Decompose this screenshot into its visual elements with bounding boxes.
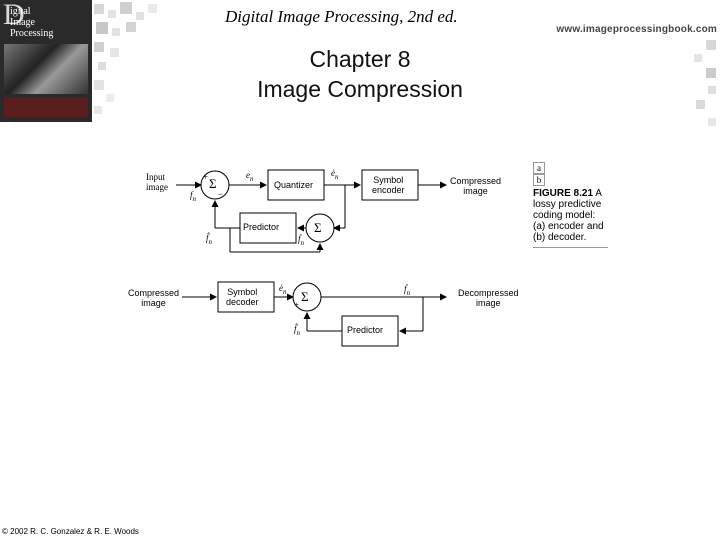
chapter-subtitle: Image Compression [257, 76, 463, 102]
decoder-predictor-block [341, 315, 399, 347]
caption-text: FIGURE 8.21 A lossy predictive coding mo… [533, 188, 608, 248]
pixel-decoration-right [694, 40, 716, 126]
symbol-encoder-block [361, 169, 419, 201]
cover-initial: D [3, 0, 25, 31]
decoder-summing-junction [292, 282, 322, 312]
caption-body: A lossy predictive coding model: (a) enc… [533, 188, 604, 243]
cover-art [4, 44, 88, 94]
copyright-notice: © 2002 R. C. Gonzalez & R. E. Woods [2, 527, 139, 536]
panel-b-letter: b [533, 174, 545, 186]
book-cover-image: D igital Image Processing [0, 0, 92, 122]
figure-caption: a b FIGURE 8.21 A lossy predictive codin… [533, 162, 608, 248]
panel-a-letter: a [533, 162, 545, 174]
encoder-feedback-junction [305, 213, 335, 243]
pixel-decoration [94, 2, 157, 114]
chapter-title: Chapter 8 Image Compression [210, 44, 510, 104]
cover-band [4, 97, 88, 117]
encoder-summing-junction [200, 170, 230, 200]
encoder-diagram [176, 169, 447, 253]
chapter-number: Chapter 8 [309, 46, 411, 72]
quantizer-block [267, 169, 325, 201]
symbol-decoder-block [217, 281, 275, 313]
cover-title: igital Image Processing [10, 6, 54, 39]
encoder-predictor-block [239, 212, 297, 244]
decoder-diagram [182, 281, 447, 347]
panel-letters: a b [533, 162, 545, 186]
figure-number: FIGURE 8.21 [533, 188, 594, 199]
website-url[interactable]: www.imageprocessingbook.com [556, 24, 717, 35]
